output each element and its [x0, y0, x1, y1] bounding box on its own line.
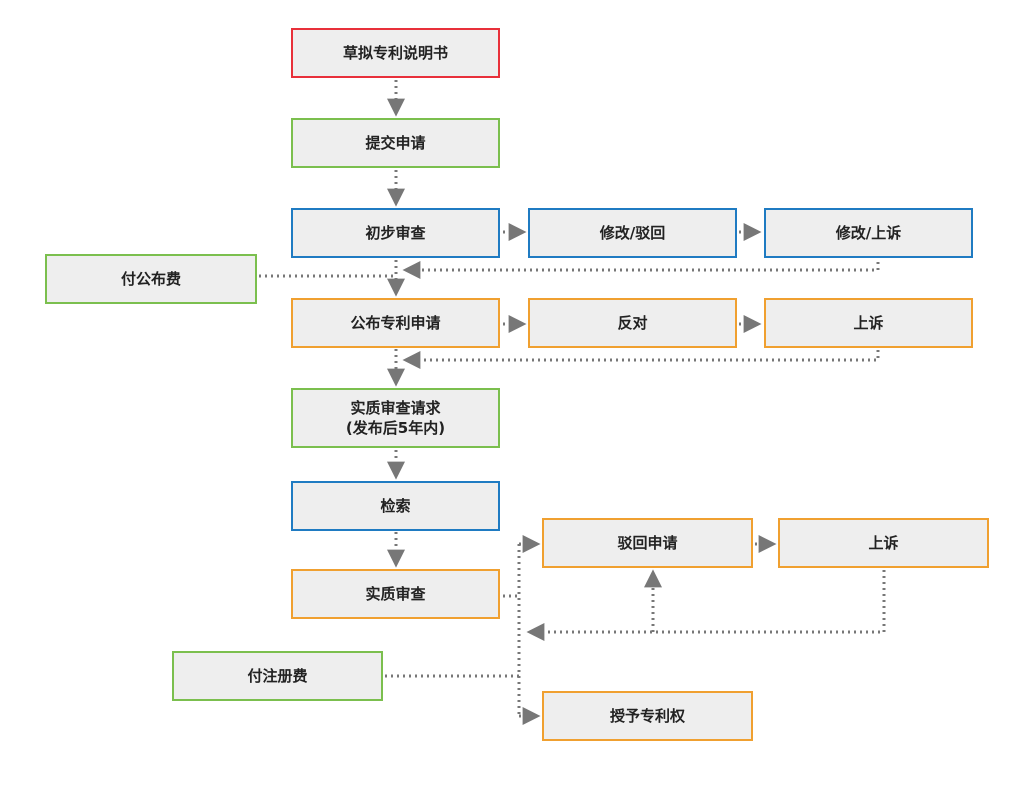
node-pay-pub-fee-label: 付公布费 — [121, 269, 181, 289]
node-submit-label: 提交申请 — [365, 133, 425, 153]
node-pay-reg-fee-label: 付注册费 — [247, 666, 307, 686]
node-search-label: 检索 — [380, 496, 410, 516]
node-appeal2: 上诉 — [778, 518, 989, 568]
node-prelim-label: 初步审查 — [365, 223, 425, 243]
node-grant-label: 授予专利权 — [610, 706, 685, 726]
node-oppose-label: 反对 — [617, 313, 647, 333]
node-subst-request: 实质审查请求 (发布后5年内) — [291, 388, 500, 448]
node-modify-reject-label: 修改/驳回 — [600, 223, 665, 243]
node-publish: 公布专利申请 — [291, 298, 500, 348]
node-pay-pub-fee: 付公布费 — [45, 254, 257, 304]
node-subst-exam-label: 实质审查 — [365, 584, 425, 604]
node-modify-appeal: 修改/上诉 — [764, 208, 973, 258]
node-subst-exam: 实质审查 — [291, 569, 500, 619]
node-draft: 草拟专利说明书 — [291, 28, 500, 78]
node-prelim: 初步审查 — [291, 208, 500, 258]
node-appeal1-label: 上诉 — [853, 313, 883, 333]
return-appeal2 — [530, 570, 884, 632]
node-modify-appeal-label: 修改/上诉 — [836, 223, 901, 243]
return-appeal1 — [406, 350, 878, 360]
node-reject-app: 驳回申请 — [542, 518, 753, 568]
node-search: 检索 — [291, 481, 500, 531]
node-draft-label: 草拟专利说明书 — [343, 43, 448, 63]
node-oppose: 反对 — [528, 298, 737, 348]
node-pay-reg-fee: 付注册费 — [172, 651, 383, 701]
node-appeal1: 上诉 — [764, 298, 973, 348]
node-submit: 提交申请 — [291, 118, 500, 168]
node-subst-request-line1: 实质审查请求 — [350, 398, 440, 418]
node-grant: 授予专利权 — [542, 691, 753, 741]
node-subst-request-line2: (发布后5年内) — [346, 418, 445, 438]
node-publish-label: 公布专利申请 — [350, 313, 440, 333]
node-reject-app-label: 驳回申请 — [617, 533, 677, 553]
node-appeal2-label: 上诉 — [868, 533, 898, 553]
node-modify-reject: 修改/驳回 — [528, 208, 737, 258]
return-modify-appeal — [406, 262, 878, 270]
